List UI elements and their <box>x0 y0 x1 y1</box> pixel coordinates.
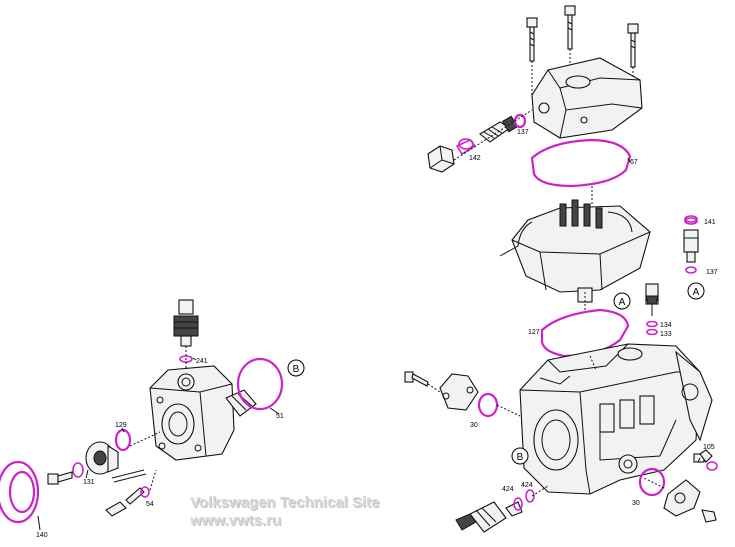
label-30-left: 30 <box>470 422 478 429</box>
cover-bolt-middle <box>564 5 576 50</box>
callout-b-bottom: B <box>511 447 529 465</box>
o-ring-129 <box>114 428 132 452</box>
control-valve-housing <box>499 199 651 303</box>
label-54: 54 <box>146 501 154 508</box>
svg-text:B: B <box>293 364 300 375</box>
label-142: 142 <box>469 155 481 162</box>
callout-a-top: A <box>613 292 631 310</box>
bolt-left-housing <box>404 371 429 387</box>
label-67: 67 <box>630 159 638 166</box>
cover-bolt-left <box>526 17 538 62</box>
plug-140 <box>0 460 40 524</box>
label-51: 51 <box>276 413 284 420</box>
label-131: 131 <box>83 479 95 486</box>
cover-bolt-right <box>627 23 639 68</box>
o-ring-131 <box>72 462 84 478</box>
o-ring-30-right <box>638 467 666 497</box>
o-ring-137-right <box>685 266 697 274</box>
distributor-head <box>149 365 235 461</box>
union-nut <box>427 145 455 173</box>
label-424-left: 424 <box>502 486 514 493</box>
svg-text:A: A <box>693 287 700 298</box>
callout-a-right: A <box>687 282 705 300</box>
label-127: 127 <box>528 329 540 336</box>
check-valve <box>683 229 699 263</box>
top-cover <box>531 57 643 139</box>
shaft-54 <box>105 469 147 517</box>
label-241: 241 <box>196 358 208 365</box>
svg-text:A: A <box>619 297 626 308</box>
label-137-cover: 137 <box>517 129 529 136</box>
label-105: 105 <box>703 444 715 451</box>
label-424-right: 424 <box>521 482 533 489</box>
bolt-105 <box>693 449 713 463</box>
label-134: 134 <box>660 322 672 329</box>
cover-cap-right <box>663 479 717 523</box>
bolt-131 <box>47 471 73 485</box>
solenoid-424 <box>455 489 535 533</box>
pump-housing <box>519 343 713 495</box>
fitting <box>479 115 519 143</box>
o-ring-51 <box>236 357 284 411</box>
solenoid-valve-right <box>645 283 659 336</box>
watermark-url: www.vwts.ru <box>190 512 282 529</box>
sleeve-142 <box>455 138 477 156</box>
svg-text:B: B <box>517 452 524 463</box>
callout-b-left: B <box>287 359 305 377</box>
label-30-right: 30 <box>632 500 640 507</box>
washer-105 <box>706 461 718 471</box>
o-ring-30-left <box>477 392 499 418</box>
watermark: Volkswagen Technical Site www.vwts.ru <box>190 494 380 530</box>
label-137-right: 137 <box>706 269 718 276</box>
spring-assembly <box>225 389 257 417</box>
label-141: 141 <box>704 219 716 226</box>
o-ring-141 <box>684 215 698 225</box>
label-140: 140 <box>36 532 48 539</box>
cover-plate <box>439 373 479 411</box>
watermark-title: Volkswagen Technical Site <box>190 494 380 511</box>
gasket-127 <box>540 308 630 358</box>
solenoid-valve-left <box>173 299 199 347</box>
label-129: 129 <box>115 422 127 429</box>
drive-gear <box>85 441 119 475</box>
label-133: 133 <box>660 331 672 338</box>
gasket-67 <box>530 138 632 188</box>
o-ring-54 <box>140 486 150 498</box>
o-ring-137-cover <box>513 113 527 129</box>
